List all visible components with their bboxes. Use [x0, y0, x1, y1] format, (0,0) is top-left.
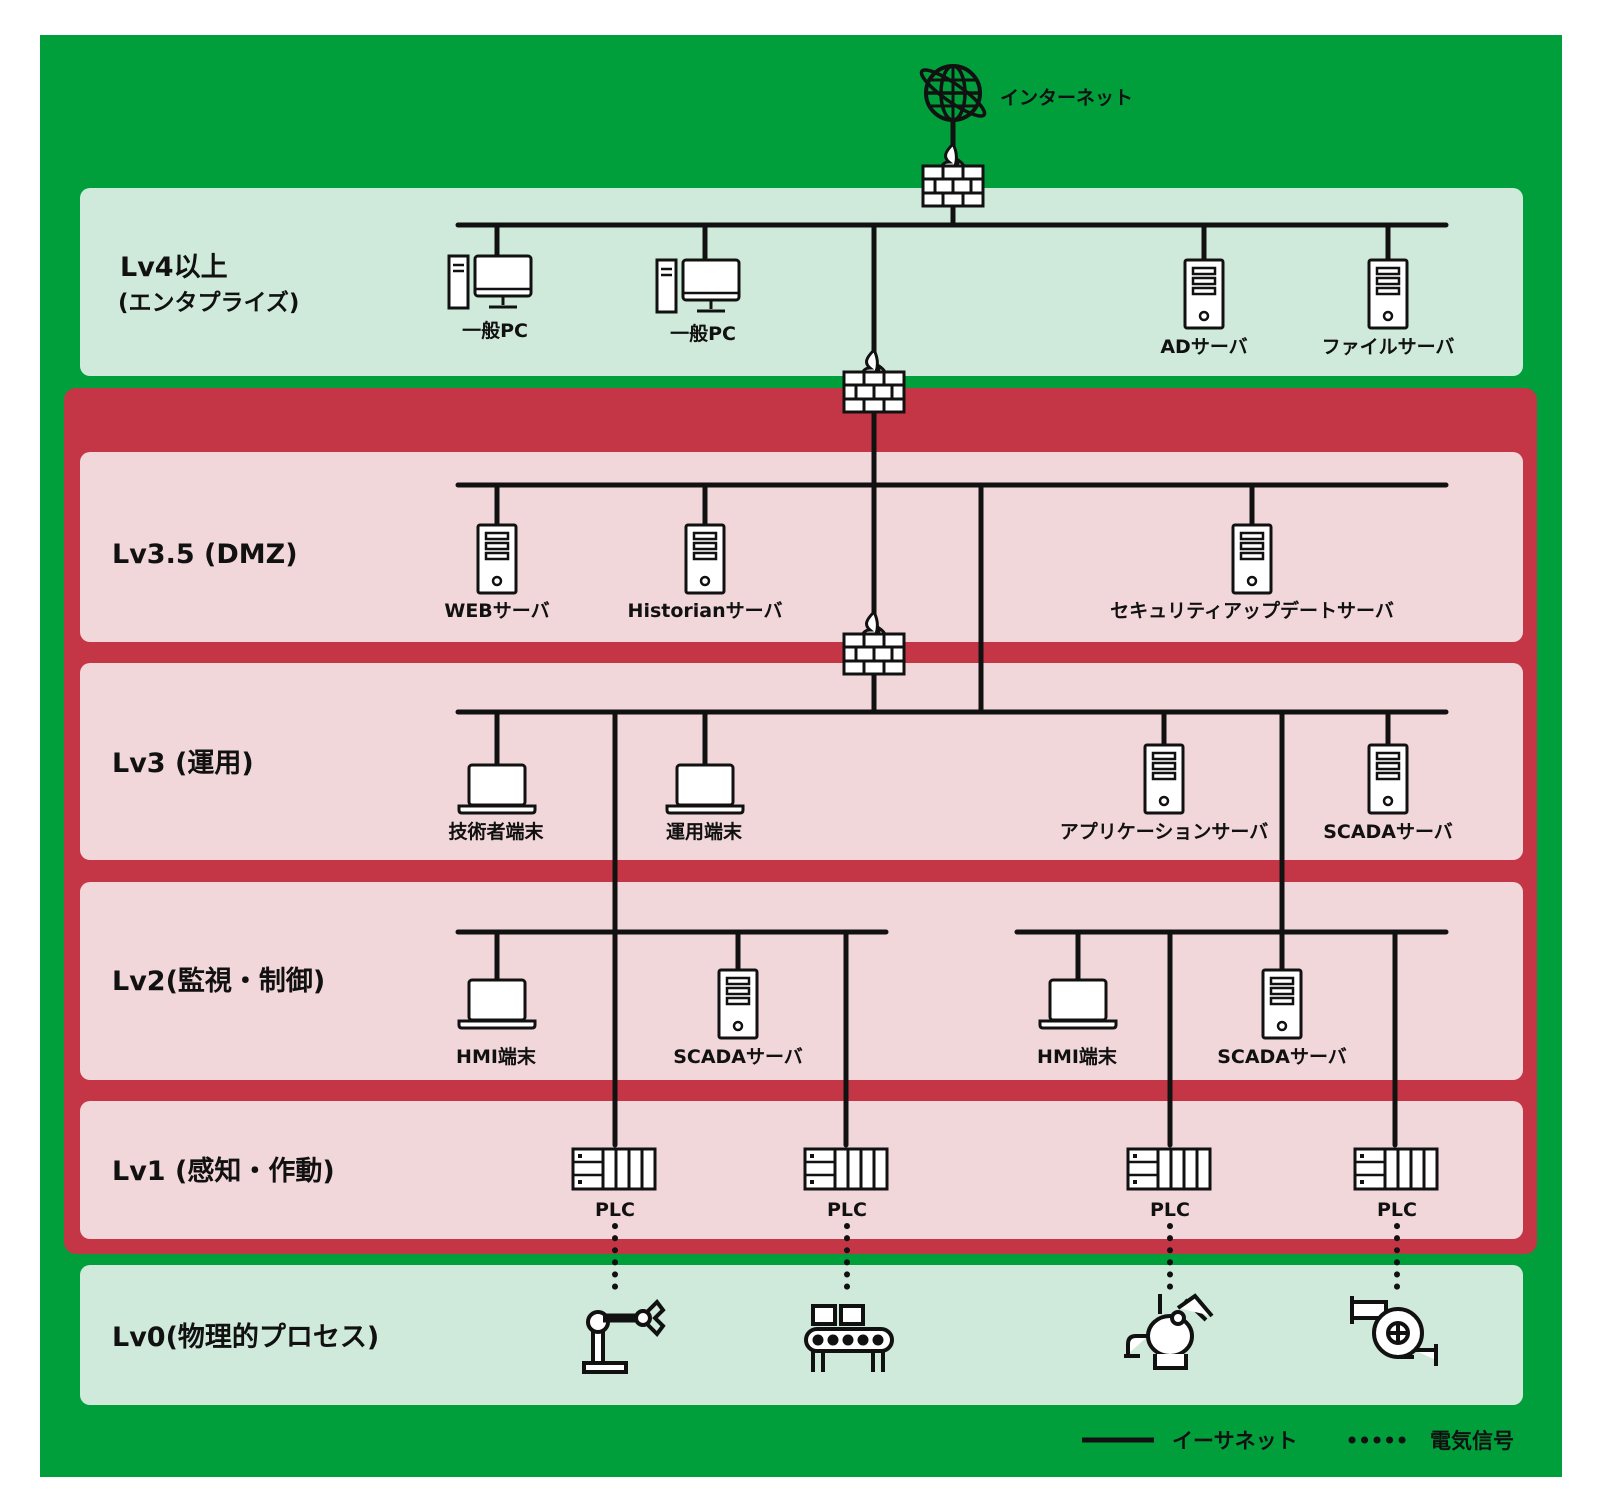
- server-icon: [1261, 968, 1303, 1040]
- lv3-title: Lv3 (運用): [112, 748, 254, 779]
- lv35-zone: [80, 452, 1523, 642]
- lv1-title: Lv1 (感知・作動): [112, 1155, 335, 1187]
- plc4-label: PLC: [1377, 1199, 1417, 1221]
- lv4-title: Lv4以上: [120, 252, 228, 283]
- lv3-engineer-label: 技術者端末: [448, 820, 544, 843]
- lv3-app-label: アプリケーションサーバ: [1060, 820, 1268, 843]
- lv35-historian-label: Historianサーバ: [628, 600, 783, 622]
- lv4-file-label: ファイルサーバ: [1322, 336, 1455, 358]
- server-icon: [476, 523, 518, 595]
- lv4-zone: [80, 188, 1523, 376]
- plc3-label: PLC: [1150, 1199, 1190, 1221]
- laptop-icon: [457, 978, 537, 1030]
- globe-icon: [919, 64, 987, 122]
- valve-machine-icon: [1124, 1293, 1214, 1370]
- lv4-pc2-label: 一般PC: [670, 322, 736, 345]
- lv2-scada2-label: SCADAサーバ: [1217, 1046, 1347, 1068]
- robot-arm-icon: [582, 1298, 666, 1374]
- lv3-zone: [80, 663, 1523, 860]
- pump-icon: [1350, 1296, 1438, 1366]
- internet-label: インターネット: [1000, 87, 1133, 109]
- lv2-title: Lv2(監視・制御): [112, 966, 325, 997]
- plc-icon: [803, 1147, 889, 1191]
- lv4-pc1-label: 一般PC: [462, 319, 528, 342]
- lv3-scada-label: SCADAサーバ: [1323, 821, 1453, 843]
- server-icon: [1367, 258, 1409, 330]
- conveyor-icon: [804, 1304, 894, 1372]
- lv35-update-label: セキュリティアップデートサーバ: [1110, 599, 1394, 622]
- lv2-scada1-label: SCADAサーバ: [673, 1046, 803, 1068]
- server-icon: [1367, 743, 1409, 815]
- ethernet-network: [455, 117, 1449, 1148]
- laptop-icon: [457, 763, 537, 815]
- laptop-icon: [665, 763, 745, 815]
- lv2-hmi2-label: HMI端末: [1037, 1045, 1118, 1068]
- server-icon: [684, 523, 726, 595]
- server-icon: [1143, 743, 1185, 815]
- plc-icon: [1126, 1147, 1212, 1191]
- lv3-ops-label: 運用端末: [666, 820, 743, 843]
- lv4-ad-label: ADサーバ: [1160, 336, 1247, 358]
- legend: イーサネット 電気信号: [1082, 1429, 1514, 1453]
- lv35-web-label: WEBサーバ: [444, 600, 549, 622]
- server-icon: [1183, 258, 1225, 330]
- plc2-label: PLC: [827, 1199, 867, 1221]
- lv0-title: Lv0(物理的プロセス): [112, 1321, 379, 1353]
- lv4-subtitle: (エンタプライズ): [118, 289, 299, 316]
- server-icon: [1231, 523, 1273, 595]
- lv2-hmi1-label: HMI端末: [456, 1045, 537, 1068]
- server-icon: [717, 968, 759, 1040]
- plc1-label: PLC: [595, 1199, 635, 1221]
- lv1-zone: [80, 1101, 1523, 1239]
- legend-electric-label: 電気信号: [1430, 1429, 1514, 1453]
- plc-icon: [571, 1147, 657, 1191]
- legend-ethernet-label: イーサネット: [1172, 1429, 1298, 1453]
- electric-signal-lines: [612, 1223, 1400, 1293]
- plc-icon: [1353, 1147, 1439, 1191]
- laptop-icon: [1038, 978, 1118, 1030]
- lv35-title: Lv3.5 (DMZ): [112, 539, 298, 570]
